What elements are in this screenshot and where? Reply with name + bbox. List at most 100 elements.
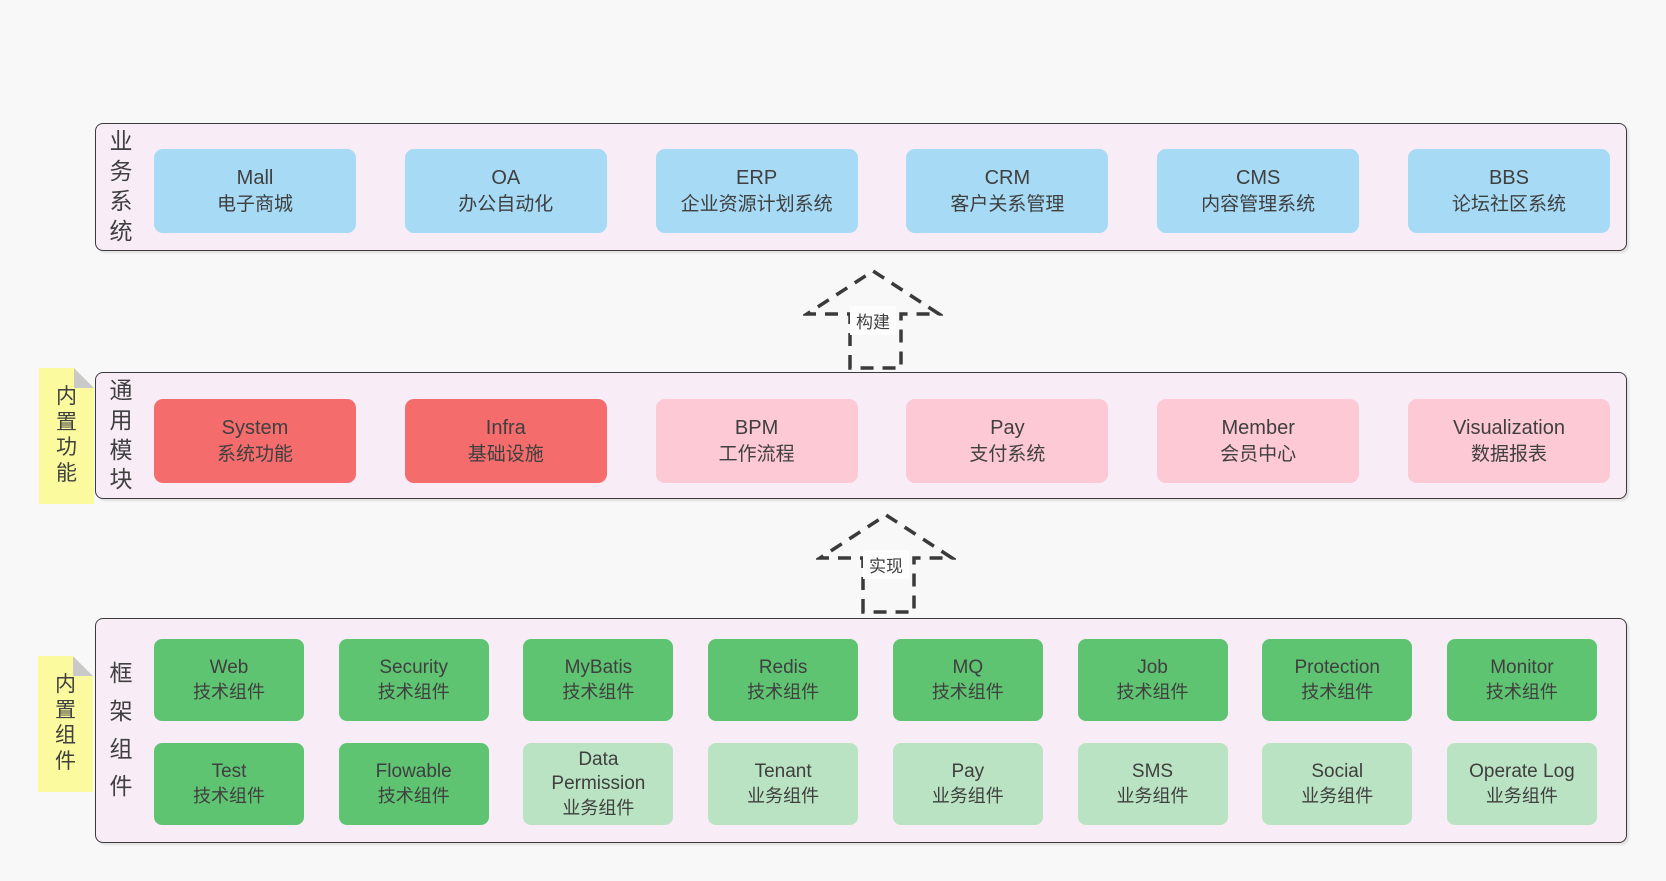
- box-pay-component: Pay 业务组件: [892, 743, 1043, 825]
- box-title: Data Permission: [551, 749, 646, 795]
- box-flowable: Flowable 技术组件: [338, 743, 489, 825]
- box-subtitle: 基础设施: [467, 443, 544, 465]
- sticky-fold-corner: [74, 368, 94, 388]
- box-title: Job: [1137, 657, 1168, 679]
- box-sms: SMS 业务组件: [1077, 743, 1228, 825]
- common-modules-label: 通用模块: [109, 376, 133, 493]
- common-modules-panel: 通用模块 System 系统功能 Infra 基础设施 BPM 工作流程 Pay…: [95, 372, 1627, 499]
- box-test: Test 技术组件: [154, 743, 304, 825]
- framework-components-panel: 框架组件 Web 技术组件 Security 技术组件 MyBatis 技术组件…: [95, 618, 1627, 843]
- box-subtitle: 业务组件: [1485, 785, 1558, 806]
- components-box-row-1: Web 技术组件 Security 技术组件 MyBatis 技术组件 Redi…: [154, 639, 1597, 721]
- box-title: SMS: [1131, 761, 1174, 783]
- box-subtitle: 技术组件: [193, 681, 265, 702]
- box-bpm: BPM 工作流程: [655, 399, 858, 483]
- implement-arrow: 实现: [816, 512, 956, 614]
- box-title: Pay: [990, 417, 1025, 440]
- up-arrow-icon: [803, 268, 943, 370]
- box-title: Redis: [758, 657, 808, 679]
- box-crm: CRM 客户关系管理: [906, 149, 1109, 233]
- box-title: Security: [379, 657, 449, 679]
- box-subtitle: 技术组件: [1485, 681, 1558, 702]
- box-title: Monitor: [1490, 657, 1554, 679]
- box-subtitle: 业务组件: [1116, 785, 1189, 806]
- box-subtitle: 企业资源计划系统: [680, 193, 833, 215]
- box-subtitle: 业务组件: [931, 785, 1004, 806]
- box-web: Web 技术组件: [154, 639, 304, 721]
- sticky-fold-corner: [73, 656, 93, 676]
- up-arrow-icon: [816, 512, 956, 614]
- box-oa: OA 办公自动化: [404, 149, 607, 233]
- box-subtitle: 技术组件: [1116, 681, 1189, 702]
- sticky-note-built-in-features: 内置功能: [39, 368, 94, 504]
- box-erp: ERP 企业资源计划系统: [655, 149, 858, 233]
- box-title: Infra: [485, 417, 526, 440]
- box-title: Tenant: [754, 761, 812, 783]
- box-title: CRM: [984, 167, 1031, 190]
- box-cms: CMS 内容管理系统: [1157, 149, 1360, 233]
- box-system: System 系统功能: [154, 399, 356, 483]
- box-social: Social 业务组件: [1262, 743, 1413, 825]
- box-infra: Infra 基础设施: [404, 399, 607, 483]
- box-pay: Pay 支付系统: [906, 399, 1109, 483]
- sticky-label: 内置功能: [56, 385, 77, 485]
- box-monitor: Monitor 技术组件: [1446, 639, 1597, 721]
- box-title: CMS: [1235, 167, 1281, 190]
- business-box-row: Mall 电子商城 OA 办公自动化 ERP 企业资源计划系统 CRM 客户关系…: [154, 149, 1610, 233]
- box-tenant: Tenant 业务组件: [708, 743, 859, 825]
- box-subtitle: 技术组件: [193, 785, 265, 806]
- box-subtitle: 客户关系管理: [950, 193, 1065, 215]
- box-subtitle: 工作流程: [718, 443, 795, 465]
- business-systems-label: 业务系统: [109, 128, 133, 244]
- box-title: Flowable: [375, 761, 452, 783]
- modules-box-row: System 系统功能 Infra 基础设施 BPM 工作流程 Pay 支付系统…: [154, 399, 1610, 483]
- box-subtitle: 会员中心: [1220, 443, 1297, 465]
- box-visualization: Visualization 数据报表: [1407, 399, 1610, 483]
- box-subtitle: 业务组件: [747, 785, 820, 806]
- box-title: System: [221, 417, 289, 440]
- box-mybatis: MyBatis 技术组件: [523, 639, 674, 721]
- box-title: Social: [1311, 761, 1364, 783]
- box-subtitle: 内容管理系统: [1201, 193, 1316, 215]
- sticky-label: 内置组件: [55, 673, 76, 773]
- business-systems-panel: 业务系统 Mall 电子商城 OA 办公自动化 ERP 企业资源计划系统 CRM…: [95, 123, 1627, 251]
- box-subtitle: 支付系统: [969, 443, 1046, 465]
- box-protection: Protection 技术组件: [1262, 639, 1413, 721]
- box-subtitle: 技术组件: [747, 681, 820, 702]
- box-bbs: BBS 论坛社区系统: [1407, 149, 1610, 233]
- box-title: ERP: [736, 167, 778, 190]
- panel-label-wrap: 业务系统: [96, 124, 146, 250]
- box-subtitle: 办公自动化: [458, 193, 554, 215]
- panel-label-wrap: 框架组件: [96, 619, 146, 842]
- box-title: Protection: [1294, 657, 1380, 679]
- box-job: Job 技术组件: [1077, 639, 1228, 721]
- box-title: Web: [209, 657, 249, 679]
- implement-arrow-label: 实现: [863, 550, 909, 579]
- framework-components-label: 框架组件: [109, 660, 133, 800]
- box-security: Security 技术组件: [338, 639, 489, 721]
- box-subtitle: 技术组件: [1301, 681, 1374, 702]
- box-title: Member: [1221, 417, 1295, 440]
- box-mq: MQ 技术组件: [892, 639, 1043, 721]
- box-title: Operate Log: [1469, 761, 1575, 783]
- box-subtitle: 系统功能: [216, 443, 293, 465]
- panel-label-wrap: 通用模块: [96, 373, 146, 498]
- box-subtitle: 数据报表: [1470, 443, 1547, 465]
- sticky-note-built-in-components: 内置组件: [38, 656, 93, 792]
- components-box-row-2: Test 技术组件 Flowable 技术组件 Data Permission …: [154, 743, 1597, 825]
- box-subtitle: 技术组件: [562, 681, 635, 702]
- box-title: Pay: [951, 761, 985, 783]
- build-arrow: 构建: [803, 268, 943, 370]
- box-title: BBS: [1488, 167, 1529, 190]
- box-title: Visualization: [1453, 417, 1565, 440]
- box-subtitle: 业务组件: [1301, 785, 1374, 806]
- build-arrow-label: 构建: [850, 306, 896, 335]
- box-title: Mall: [236, 167, 274, 190]
- box-operate-log: Operate Log 业务组件: [1446, 743, 1597, 825]
- box-subtitle: 技术组件: [377, 785, 450, 806]
- box-title: OA: [491, 167, 521, 190]
- box-subtitle: 电子商城: [216, 193, 293, 215]
- box-subtitle: 技术组件: [931, 681, 1004, 702]
- box-subtitle: 业务组件: [562, 797, 635, 818]
